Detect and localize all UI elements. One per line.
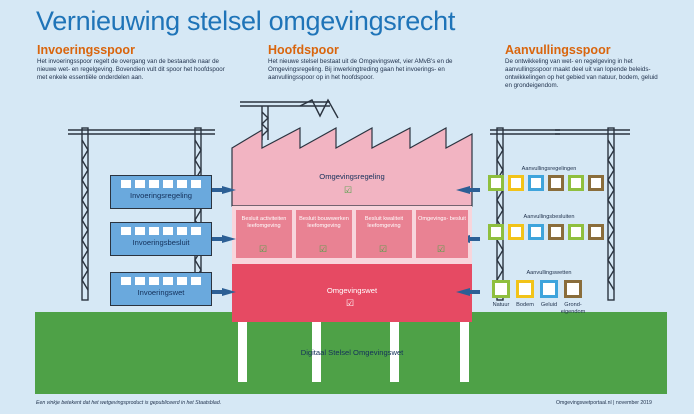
topic-natuur: Natuur <box>492 302 510 308</box>
box-label: Besluit bouwwerken leefomgeving <box>299 216 349 229</box>
row-label: Aanvullingsregelingen <box>521 166 577 172</box>
wagon-label: Invoeringsregeling <box>129 191 193 200</box>
wagon-invoeringswet: Invoeringswet <box>110 272 212 306</box>
floor-omgevingsregeling: Omgevingsregeling <box>319 172 385 181</box>
crane-left <box>68 127 215 301</box>
left-intro: Het invoeringsspoor regelt de overgang v… <box>37 58 225 81</box>
check-icon: ☑ <box>346 298 355 308</box>
floor-omgevingswet: Omgevingswet <box>326 286 378 295</box>
topic-grondeigendom: Grond- eigendom <box>560 302 586 315</box>
row-aanvullingswetten <box>492 280 582 298</box>
center-intro: Het nieuwe stelsel bestaat uit de Omgevi… <box>268 58 453 81</box>
arrows-left <box>212 186 236 296</box>
box-besluit-activiteiten: Besluit activiteiten leefomgeving <box>236 210 292 258</box>
box-besluit-kwaliteit: Besluit kwaliteit leefomgeving <box>356 210 412 258</box>
center-heading: Hoofdspoor <box>268 43 339 57</box>
box-omgevingsbesluit: Omgevings- besluit <box>416 210 468 258</box>
ground-label: Digitaal Stelsel Omgevingswet <box>300 348 404 357</box>
page-title: Vernieuwing stelsel omgevingsrecht <box>36 6 456 36</box>
left-heading: Invoeringsspoor <box>37 43 135 57</box>
building-bottom <box>232 264 472 322</box>
footer-note: Een vinkje betekent dat het wetgevingspr… <box>36 400 222 406</box>
check-icon: ☑ <box>259 244 268 254</box>
row-aanvullingsregelingen <box>488 175 604 191</box>
wagon-label: Invoeringswet <box>137 288 185 297</box>
box-label: Besluit kwaliteit leefomgeving <box>364 216 404 229</box>
box-label: Omgevings- besluit <box>418 216 466 222</box>
wagon-label: Invoeringsbesluit <box>132 238 190 247</box>
row-label: Aanvullingswetten <box>526 270 572 276</box>
building-top <box>231 126 473 207</box>
check-icon: ☑ <box>319 244 328 254</box>
check-icon: ☑ <box>379 244 388 254</box>
check-icon: ☑ <box>437 244 446 254</box>
right-heading: Aanvullingsspoor <box>505 43 611 57</box>
topic-geluid: Geluid <box>540 302 558 308</box>
right-intro: De ontwikkeling van wet- en regelgeving … <box>505 58 658 89</box>
box-label: Besluit activiteiten leefomgeving <box>241 216 287 229</box>
crane-center <box>240 98 339 140</box>
wagon-invoeringsbesluit: Invoeringsbesluit <box>110 222 212 256</box>
row-label: Aanvullingsbesluiten <box>523 214 575 220</box>
row-aanvullingsbesluiten <box>488 224 604 240</box>
box-besluit-bouwwerken: Besluit bouwwerken leefomgeving <box>296 210 352 258</box>
grass-ground <box>35 312 667 394</box>
check-icon: ☑ <box>344 185 353 195</box>
building-stilts <box>238 322 469 382</box>
topic-bodem: Bodem <box>516 302 534 308</box>
wagon-invoeringsregeling: Invoeringsregeling <box>110 175 212 209</box>
footer-source: Omgevingswetportaal.nl | november 2019 <box>556 400 652 406</box>
crane-right <box>490 127 630 301</box>
